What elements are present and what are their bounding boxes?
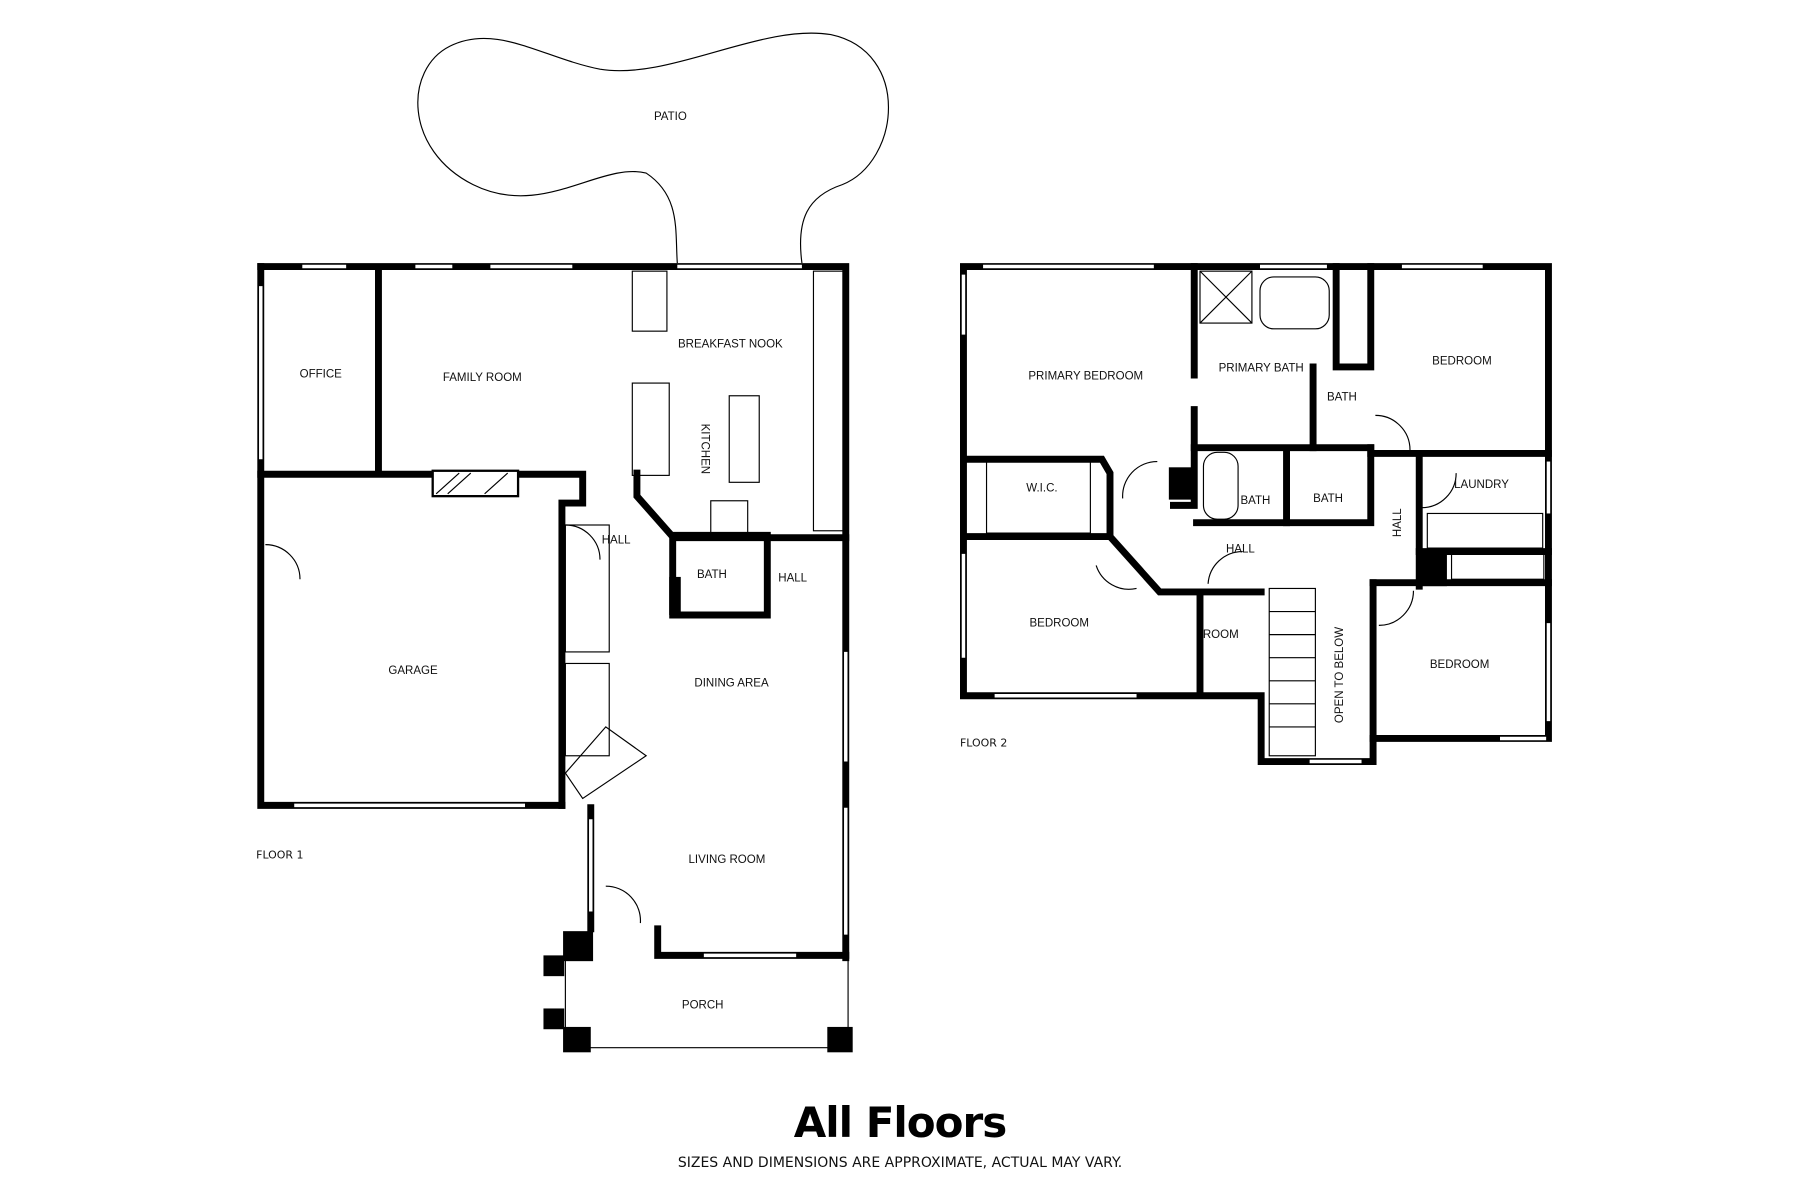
disclaimer: SIZES AND DIMENSIONS ARE APPROXIMATE, AC… [677,1155,1123,1171]
room-label-hall-vertical: HALL [1392,508,1404,537]
room-label-laundry: LAUNDRY [1454,479,1509,491]
room-label-primary-bedroom: PRIMARY BEDROOM [1028,371,1143,383]
floor1-label: FLOOR 1 [256,848,303,861]
room-label-porch: PORCH [682,999,724,1011]
room-label-bath-small: BATH [1327,391,1357,403]
room-label-hall: HALL [602,534,631,546]
room-label-patio: PATIO [654,111,687,123]
room-label-primary-bath: PRIMARY BATH [1219,363,1304,375]
room-label-hall-2: HALL [778,573,807,585]
room-label-living-room: LIVING ROOM [689,854,766,866]
floor1-walls [257,263,853,1053]
room-label-bedroom-se: BEDROOM [1430,659,1490,671]
room-label-breakfast-nook: BREAKFAST NOOK [678,338,783,350]
floor2-walls [959,263,1552,765]
patio-outline [417,32,890,264]
room-label-bath-b: BATH [1313,493,1343,505]
room-label-family-room: FAMILY ROOM [443,372,522,384]
room-label-bath: BATH [697,569,727,581]
floor2-label: FLOOR 2 [960,737,1007,750]
room-label-hall-floor2: HALL [1226,544,1255,556]
room-label-room: ROOM [1203,629,1239,641]
room-label-bedroom-w: BEDROOM [1029,618,1089,630]
room-label-garage: GARAGE [388,665,438,677]
room-label-bedroom-ne: BEDROOM [1432,356,1492,368]
room-label-kitchen: KITCHEN [699,424,711,475]
room-label-dining-area: DINING AREA [694,678,769,690]
room-label-office: OFFICE [300,368,343,380]
room-label-wic: W.I.C. [1026,483,1057,495]
page-title: All Floors [793,1098,1007,1147]
room-label-bath-a: BATH [1240,495,1270,507]
room-label-open-to-below: OPEN TO BELOW [1334,627,1346,723]
